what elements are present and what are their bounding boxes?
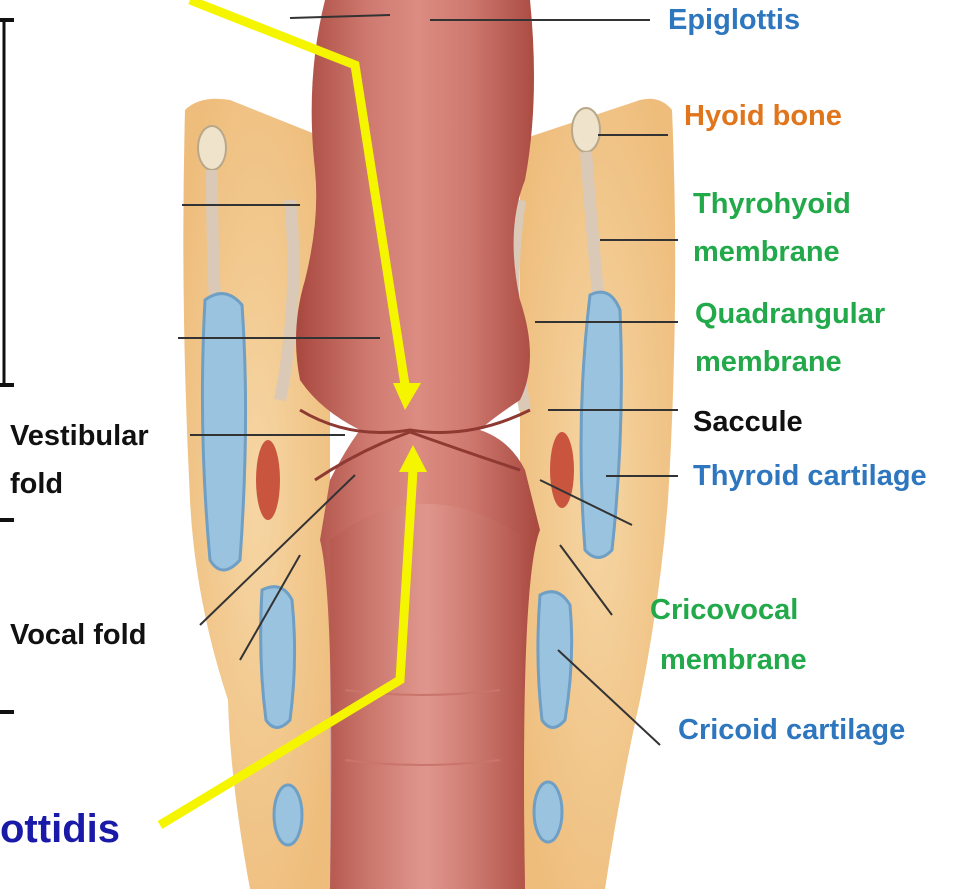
label-cricoid-cartilage: Cricoid cartilage	[678, 712, 905, 748]
label-vestibular-line1: Vestibular	[10, 418, 149, 454]
label-hyoid-bone: Hyoid bone	[684, 98, 842, 134]
laryngeal-lumen	[296, 0, 540, 889]
label-thyroid-cartilage: Thyroid cartilage	[693, 458, 927, 494]
label-rima-glottidis-partial: ottidis	[0, 806, 120, 852]
label-epiglottis: Epiglottis	[668, 2, 800, 38]
label-saccule: Saccule	[693, 404, 803, 440]
label-thyrohyoid-line2: membrane	[693, 234, 840, 270]
label-cricovocal-line1: Cricovocal	[650, 592, 798, 628]
label-vestibular-line2: fold	[10, 466, 63, 502]
left-brackets	[0, 20, 14, 712]
label-quadrangular-line2: membrane	[695, 344, 842, 380]
label-cricovocal-line2: membrane	[660, 642, 807, 678]
label-thyrohyoid-line1: Thyrohyoid	[693, 186, 851, 222]
label-vocal-fold: Vocal fold	[10, 617, 146, 653]
label-quadrangular-line1: Quadrangular	[695, 296, 885, 332]
